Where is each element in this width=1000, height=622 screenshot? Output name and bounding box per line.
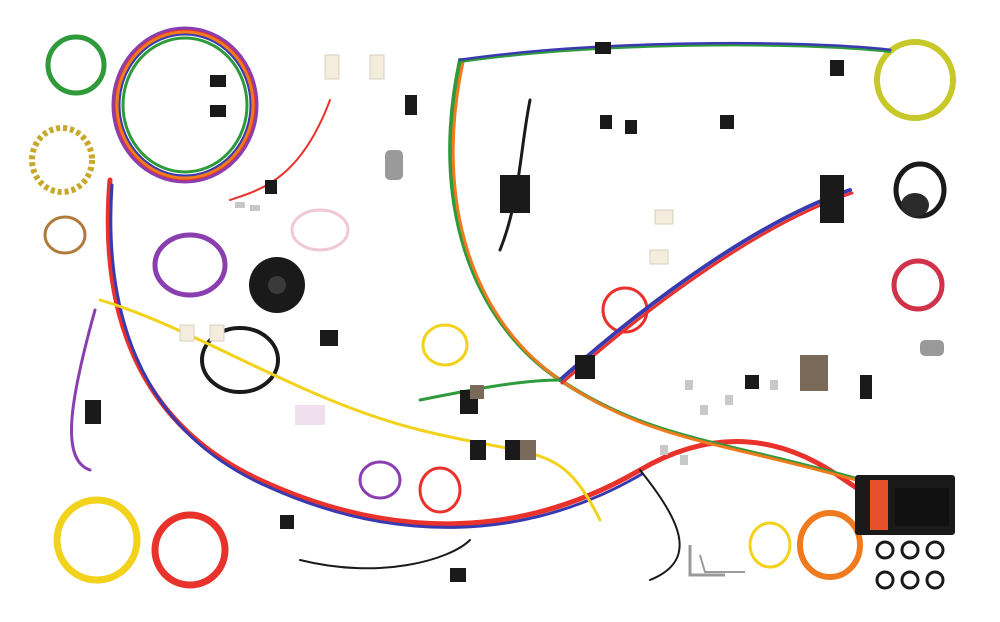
terminals [235,202,778,465]
grey-switch-right [920,340,944,356]
grey-connectors [470,355,828,460]
green-wire-coil [45,34,107,96]
rubber-grommet [901,193,929,217]
grey-switch [385,150,403,180]
small-coil-2 [418,466,462,514]
yellow-coil-top-right [874,39,956,121]
white-connectors [179,54,674,342]
yellow-coil-bottom-left [53,496,141,584]
connectors [85,42,872,582]
small-coil-5 [748,521,792,569]
braided-coil [29,125,95,195]
red-coil-bottom [151,511,229,589]
coiled-harness-large [111,26,259,184]
tan-coil [43,215,87,255]
orange-coil-bottom-right [797,510,863,580]
hex-key-2 [699,554,745,573]
purple-coil [152,232,228,298]
wire-clips [875,540,945,590]
multicolor-coil-right [891,258,945,312]
small-coil-6 [290,208,350,252]
fuse-box [855,475,955,535]
small-coil-4 [421,323,469,367]
small-coil-1 [358,460,402,500]
hex-key [688,545,725,577]
black-coil-mid [200,326,280,394]
